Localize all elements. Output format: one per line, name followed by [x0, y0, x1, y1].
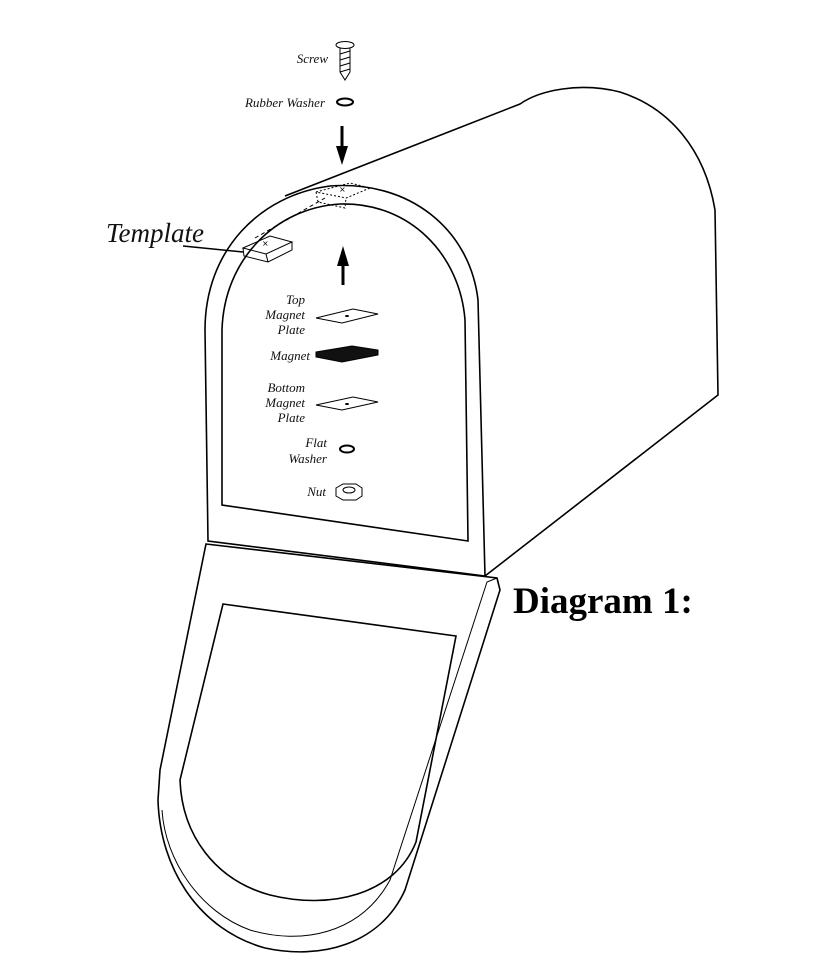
- arrow-up-icon: [337, 246, 349, 285]
- label-nut: Nut: [306, 484, 326, 499]
- diagram-title: Diagram 1:: [513, 581, 693, 622]
- label-flat-washer-2: Washer: [288, 451, 327, 466]
- label-bottom-magnet-plate-2: Magnet: [264, 395, 305, 410]
- label-screw: Screw: [297, 51, 329, 66]
- top-magnet-plate-icon: [315, 308, 379, 324]
- label-rubber-washer: Rubber Washer: [244, 95, 326, 110]
- mailbox-body: [204, 86, 719, 577]
- mount-point: ×: [254, 182, 372, 239]
- label-top-magnet-plate-3: Plate: [277, 322, 306, 337]
- rubber-washer-icon: [336, 97, 354, 107]
- label-flat-washer-1: Flat: [304, 435, 327, 450]
- label-bottom-magnet-plate-1: Bottom: [267, 380, 305, 395]
- label-template: Template: [106, 218, 204, 248]
- bottom-magnet-plate-icon: [315, 396, 379, 411]
- mailbox-door: [157, 543, 501, 953]
- label-bottom-magnet-plate-3: Plate: [277, 410, 306, 425]
- flat-washer-icon: [339, 444, 355, 454]
- label-top-magnet-plate-1: Top: [286, 292, 306, 307]
- nut-icon: [335, 483, 363, 501]
- magnet-icon: [315, 345, 379, 363]
- arrow-down-icon: [336, 126, 348, 165]
- svg-text:×: ×: [339, 185, 346, 194]
- svg-text:×: ×: [262, 239, 269, 248]
- label-magnet: Magnet: [269, 348, 310, 363]
- label-top-magnet-plate-2: Magnet: [264, 307, 305, 322]
- template-icon: ×: [182, 235, 294, 263]
- screw-icon: [335, 41, 355, 81]
